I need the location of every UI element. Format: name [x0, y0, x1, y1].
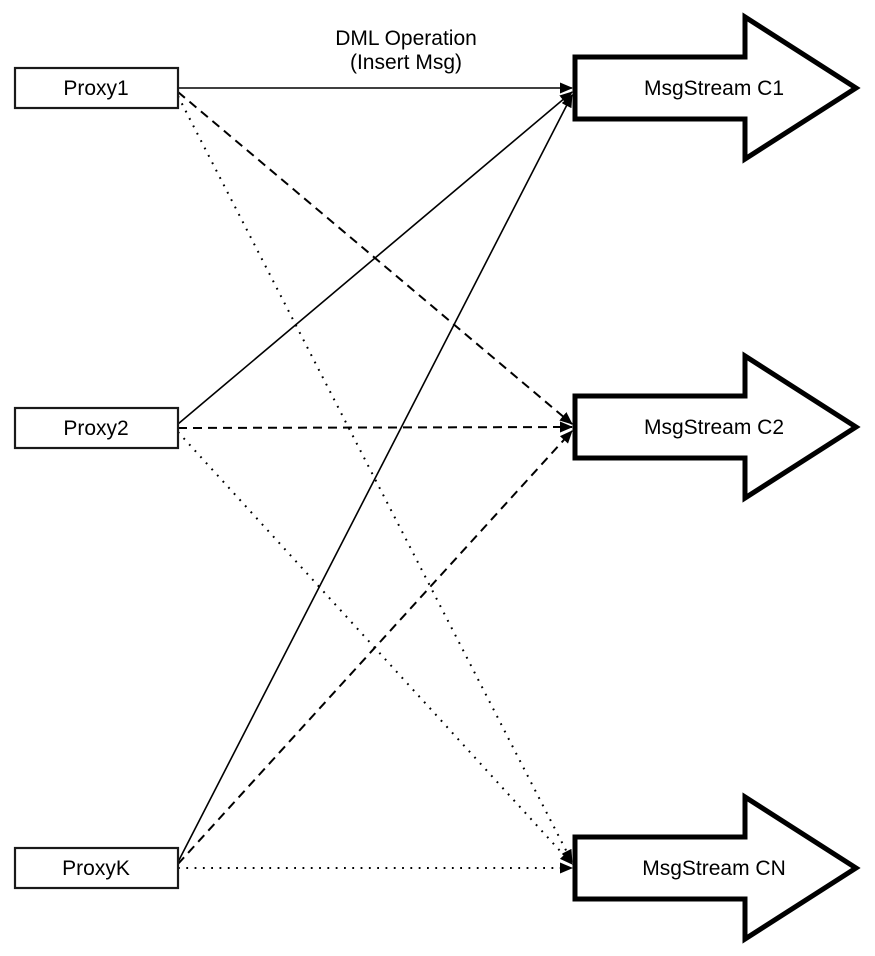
msgstream-cn-arrow-shape: [572, 792, 861, 944]
msgstream-c2-arrow-shape: [572, 351, 861, 503]
proxyk-box: [13, 846, 180, 890]
proxy2-node: Proxy2: [13, 406, 180, 450]
dml-operation-label-line2: (Insert Msg): [350, 51, 462, 74]
proxyk-node: ProxyK: [13, 846, 180, 890]
msgstream-c1-node: MsgStream C1: [572, 12, 861, 164]
dml-operation-label-line1: DML Operation: [335, 27, 477, 50]
edge-proxy2-c2: [177, 421, 573, 433]
msgstream-cn-label: MsgStream CN: [642, 857, 786, 880]
msgstream-cn-node: MsgStream CN: [572, 792, 861, 944]
edges: [177, 82, 573, 874]
proxy2-box: [13, 406, 180, 450]
msgstream-c1-label: MsgStream C1: [644, 77, 784, 100]
edge-proxy2-c1: [177, 91, 573, 425]
proxy1-box: [13, 66, 180, 110]
msgstream-c1-arrow-shape: [572, 12, 861, 164]
msgstream-c2-label: MsgStream C2: [644, 416, 784, 439]
edge-proxyk-c1: [177, 94, 573, 863]
proxy2-label: Proxy2: [63, 417, 128, 440]
proxy1-node: Proxy1: [13, 66, 180, 110]
proxyk-label: ProxyK: [62, 857, 130, 880]
msgstream-c2-node: MsgStream C2: [572, 351, 861, 503]
proxy1-label: Proxy1: [63, 77, 128, 100]
dml-operation-label: DML Operation (Insert Msg): [335, 27, 477, 74]
edge-proxyk-c2: [177, 430, 573, 865]
